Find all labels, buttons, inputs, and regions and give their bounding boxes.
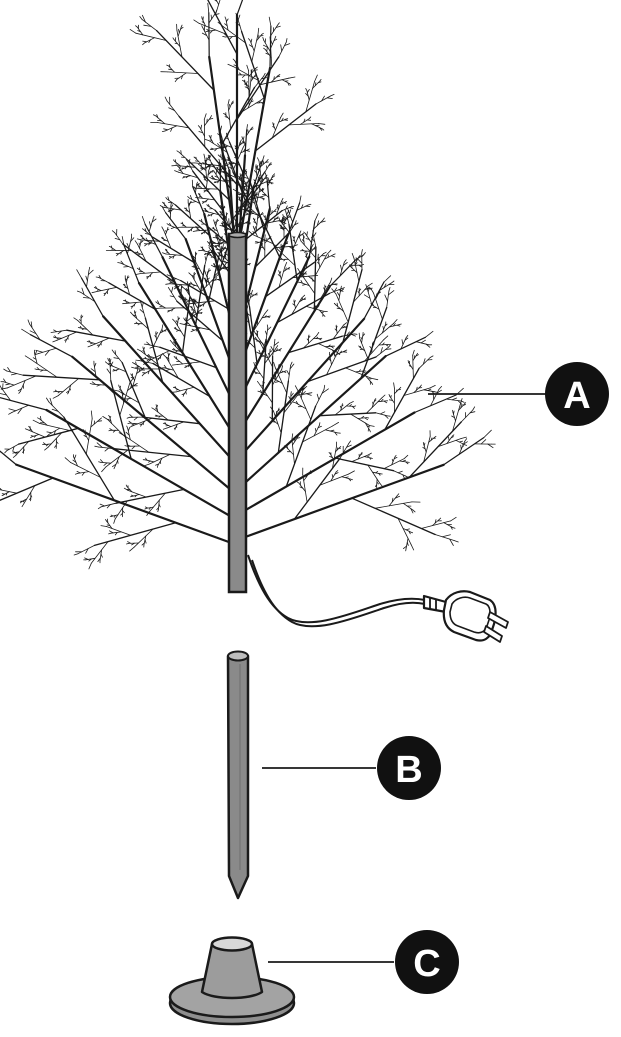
tree-top-assembly [0, 0, 495, 592]
ground-stake [228, 652, 248, 899]
power-cord [248, 555, 425, 626]
tree-trunk-top [229, 233, 246, 238]
tree-branches [0, 0, 495, 569]
base-stand [170, 938, 294, 1025]
callout-c: C [268, 930, 459, 994]
callout-label-c: C [413, 943, 440, 985]
power-plug-icon [424, 591, 508, 642]
callout-a: A [428, 362, 609, 426]
base-cone [202, 944, 262, 998]
callout-label-a: A [563, 375, 590, 417]
callout-label-b: B [395, 749, 422, 791]
stake-top [228, 652, 248, 661]
callout-b: B [262, 736, 441, 800]
tree-trunk-pole [229, 234, 246, 592]
base-socket [212, 938, 252, 951]
